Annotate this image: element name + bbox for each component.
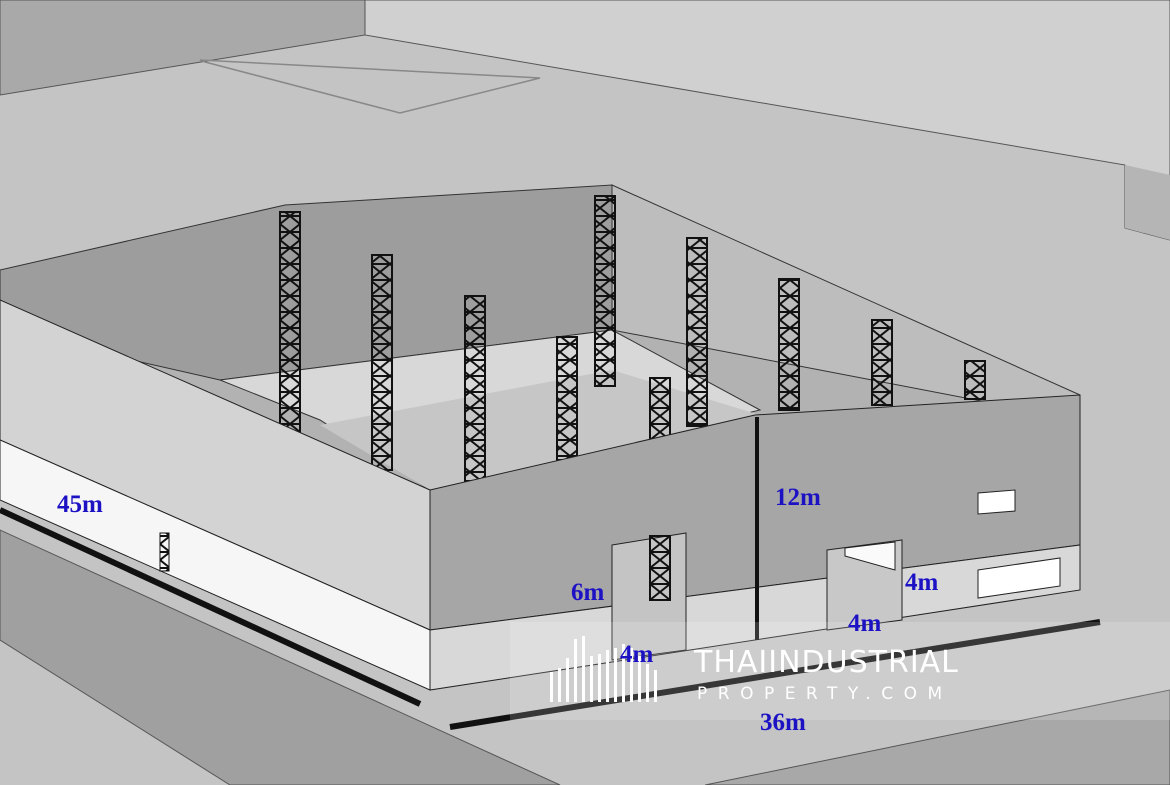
steel-column [649, 377, 671, 441]
steel-column [464, 295, 486, 482]
steel-column [686, 237, 708, 427]
label-door-left-width: 4m [620, 641, 654, 668]
steel-column [371, 254, 393, 471]
left-road [0, 529, 561, 785]
back-fence-side [1125, 165, 1170, 240]
label-side-length: 45m [57, 491, 103, 518]
label-door-right-width: 4m [848, 610, 882, 637]
side-dimension-line [0, 507, 422, 707]
watermark-title: THAIINDUSTRIAL [694, 645, 959, 680]
front-dimension-line [449, 619, 1101, 730]
window [977, 489, 1016, 515]
left-wall-column [159, 532, 170, 572]
steel-column [871, 319, 893, 406]
right-road [704, 689, 1170, 785]
steel-column [778, 278, 800, 411]
steel-column [556, 336, 578, 461]
plot-outline [199, 59, 541, 114]
side-opening [977, 557, 1061, 599]
watermark-subtitle: PROPERTY.COM [697, 684, 953, 704]
steel-column [279, 211, 301, 433]
label-eave-height: 6m [571, 579, 605, 606]
watermark-logo-icon [550, 636, 657, 702]
door-right-opening [844, 541, 896, 571]
watermark-band [510, 622, 1170, 720]
steel-column [964, 360, 986, 400]
neighbor-wall [0, 0, 366, 96]
label-front-length: 36m [760, 709, 806, 736]
label-ridge-height: 12m [775, 484, 821, 511]
steel-column [649, 535, 671, 601]
steel-column [594, 195, 616, 387]
label-door-right-height: 4m [905, 569, 939, 596]
